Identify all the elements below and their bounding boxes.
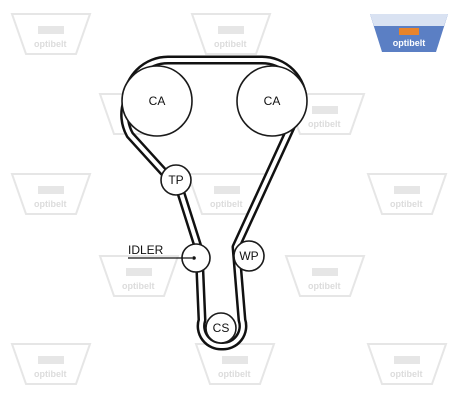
watermark-tile: optibelt: [10, 13, 92, 55]
watermark-text: optibelt: [34, 369, 67, 379]
water-pump-pulley: WP: [233, 240, 265, 272]
logo-text: optibelt: [393, 38, 426, 48]
watermark-tile: optibelt: [98, 255, 180, 297]
watermark-text: optibelt: [308, 281, 341, 291]
camshaft-pulley-left: CA: [121, 65, 193, 137]
watermark-tile: optibelt: [10, 173, 92, 215]
watermark-text: optibelt: [390, 199, 423, 209]
watermark-tile: optibelt: [284, 255, 366, 297]
watermark-text: optibelt: [214, 39, 247, 49]
watermark-text: optibelt: [122, 281, 155, 291]
camshaft-pulley-right: CA: [236, 65, 308, 137]
logo-emblem: [399, 28, 419, 35]
pulley-label-tp: TP: [168, 173, 183, 187]
watermark-text: optibelt: [390, 369, 423, 379]
watermark-tile: optibelt: [190, 13, 272, 55]
optibelt-logo: optibelt: [370, 14, 448, 52]
pulley-label-ca-right: CA: [264, 94, 281, 108]
idler-callout: IDLER: [128, 243, 196, 260]
watermark-tile: optibelt: [366, 173, 448, 215]
watermark-tile: optibelt: [194, 343, 276, 385]
crankshaft-pulley: CS: [205, 312, 237, 344]
pulley-label-ca-left: CA: [149, 94, 166, 108]
watermark-layer: optibelt optibelt optibelt optibelt opti…: [10, 13, 448, 385]
pulley-label-cs: CS: [213, 321, 230, 335]
pulley-label-wp: WP: [239, 249, 258, 263]
tensioner-pulley: TP: [160, 164, 192, 196]
watermark-text: optibelt: [210, 199, 243, 209]
watermark-text: optibelt: [218, 369, 251, 379]
idler-label: IDLER: [128, 243, 164, 257]
watermark-text: optibelt: [34, 199, 67, 209]
watermark-tile: optibelt: [366, 343, 448, 385]
watermark-text: optibelt: [34, 39, 67, 49]
watermark-tile: optibelt: [10, 343, 92, 385]
watermark-text: optibelt: [308, 119, 341, 129]
